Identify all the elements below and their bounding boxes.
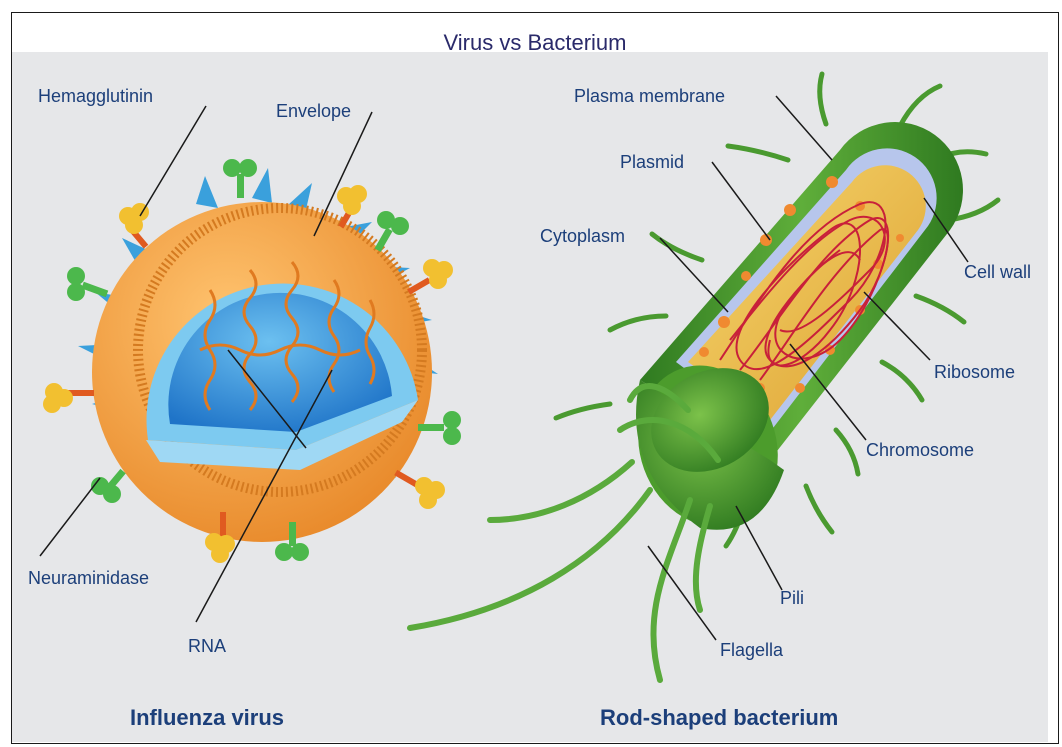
label-flagella: Flagella [720,640,783,661]
label-chromosome: Chromosome [866,440,974,461]
label-cytoplasm: Cytoplasm [540,226,625,247]
label-envelope: Envelope [276,101,351,122]
label-ribosome: Ribosome [934,362,1015,383]
label-rna: RNA [188,636,226,657]
label-plasmid: Plasmid [620,152,684,173]
label-neuraminidase: Neuraminidase [28,568,149,589]
label-cell-wall: Cell wall [964,262,1031,283]
label-hemagglutinin: Hemagglutinin [38,86,153,107]
label-pili: Pili [780,588,804,609]
influenza-virus [40,106,461,622]
rod-shaped-bacterium [410,74,998,680]
caption-influenza-virus: Influenza virus [130,705,284,731]
label-plasma-membrane: Plasma membrane [574,86,725,107]
caption-rod-shaped-bacterium: Rod-shaped bacterium [600,705,838,731]
